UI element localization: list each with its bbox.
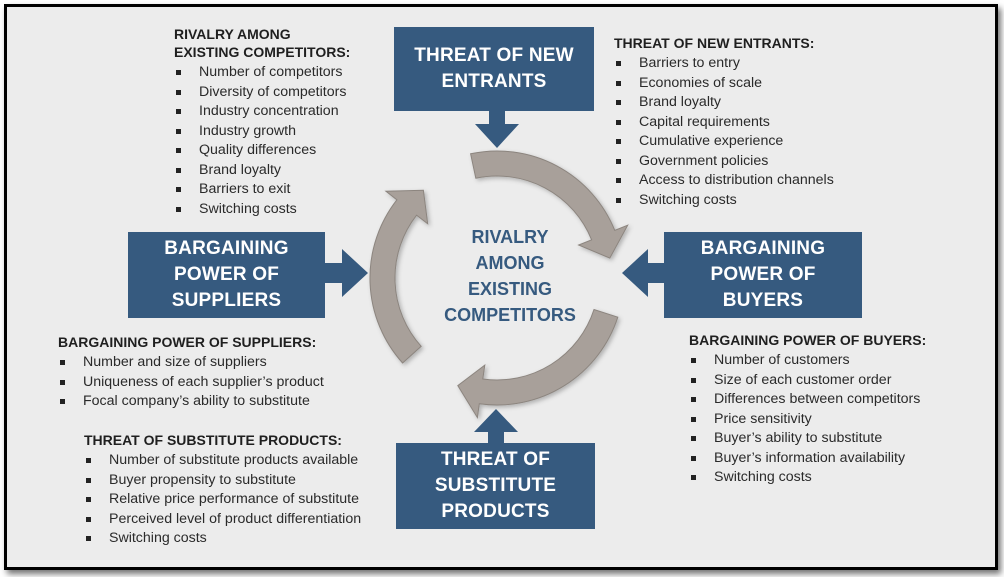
list-heading: BARGAINING POWER OF BUYERS: [689, 332, 927, 348]
list-item: Government policies [614, 152, 834, 172]
list-item: Barriers to exit [174, 180, 350, 200]
arrow-down-from-new-entrants [475, 110, 519, 148]
list-item: Size of each customer order [689, 371, 926, 391]
threat-of-new-entrants-box: THREAT OF NEW ENTRANTS [394, 27, 594, 111]
list-item: Price sensitivity [689, 410, 926, 430]
box-line: ENTRANTS [441, 71, 547, 92]
list-item: Brand loyalty [174, 161, 350, 181]
list-heading: BARGAINING POWER OF SUPPLIERS: [58, 334, 317, 350]
list-item: Diversity of competitors [174, 83, 350, 103]
list-item: Switching costs [614, 191, 834, 211]
list-item: Number of competitors [174, 63, 350, 83]
center-line: EXISTING [467, 279, 552, 299]
cycle-arrow-left [369, 189, 429, 364]
list-heading: THREAT OF NEW ENTRANTS: [614, 35, 815, 51]
box-line: THREAT OF NEW [414, 45, 574, 66]
box-line: SUPPLIERS [171, 290, 282, 311]
box-line: BARGAINING [700, 238, 826, 259]
list-item: Switching costs [174, 200, 350, 220]
box-line: THREAT OF [440, 449, 551, 470]
box-line: PRODUCTS [441, 501, 550, 522]
bargaining-power-of-buyers-box: BARGAINING POWER OF BUYERS [664, 232, 862, 318]
list-item: Buyer’s information availability [689, 449, 926, 469]
rivalry-cycle-ring [369, 150, 629, 420]
list-heading: EXISTING COMPETITORS: [174, 44, 351, 60]
center-line: AMONG [475, 253, 545, 273]
list-item: Focal company’s ability to substitute [58, 392, 324, 412]
list-item: Quality differences [174, 141, 350, 161]
list-item: Switching costs [84, 529, 361, 549]
arrow-up-from-substitutes [474, 409, 518, 443]
list-item: Economies of scale [614, 74, 834, 94]
new-entrants-factors-list: THREAT OF NEW ENTRANTS: Barriers to entry… [614, 34, 834, 210]
list-item: Number and size of suppliers [58, 353, 324, 373]
list-item: Industry concentration [174, 102, 350, 122]
bargaining-power-of-suppliers-box: BARGAINING POWER OF SUPPLIERS [128, 232, 325, 318]
substitutes-factors-list: THREAT OF SUBSTITUTE PRODUCTS: Number of … [84, 431, 361, 549]
box-line: POWER OF [710, 264, 816, 285]
list-item: Cumulative experience [614, 132, 834, 152]
list-item: Differences between competitors [689, 390, 926, 410]
buyers-factors-list: BARGAINING POWER OF BUYERS: Number of cus… [689, 331, 926, 488]
list-item: Switching costs [689, 468, 926, 488]
suppliers-factors-list: BARGAINING POWER OF SUPPLIERS: Number and… [58, 333, 324, 412]
threat-of-substitute-products-box: THREAT OF SUBSTITUTE PRODUCTS [396, 443, 595, 529]
rivalry-center-label: RIVALRY AMONG EXISTING COMPETITORS [420, 224, 600, 328]
list-item: Capital requirements [614, 113, 834, 133]
list-item: Relative price performance of substitute [84, 490, 361, 510]
box-line: SUBSTITUTE [434, 475, 557, 496]
center-line: RIVALRY [471, 227, 549, 247]
arrow-left-from-buyers [622, 249, 664, 297]
box-line: POWER OF [173, 264, 280, 285]
list-item: Buyer propensity to substitute [84, 471, 361, 491]
list-item: Number of substitute products available [84, 451, 361, 471]
list-heading: RIVALRY AMONG [174, 26, 291, 42]
list-item: Industry growth [174, 122, 350, 142]
list-heading: THREAT OF SUBSTITUTE PRODUCTS: [84, 432, 342, 448]
list-item: Access to distribution channels [614, 171, 834, 191]
cycle-arrow-top [470, 150, 629, 259]
center-line: COMPETITORS [444, 305, 576, 325]
list-item: Brand loyalty [614, 93, 834, 113]
list-item: Buyer’s ability to substitute [689, 429, 926, 449]
list-item: Barriers to entry [614, 54, 834, 74]
list-item: Perceived level of product differentiati… [84, 510, 361, 530]
box-line: BUYERS [722, 290, 804, 311]
cycle-arrow-bottom [457, 308, 619, 420]
box-line: BARGAINING [164, 238, 289, 259]
list-item: Uniqueness of each supplier’s product [58, 373, 324, 393]
list-item: Number of customers [689, 351, 926, 371]
rivalry-factors-list: RIVALRY AMONG EXISTING COMPETITORS: Number… [174, 25, 350, 219]
arrow-right-from-suppliers [325, 249, 368, 297]
